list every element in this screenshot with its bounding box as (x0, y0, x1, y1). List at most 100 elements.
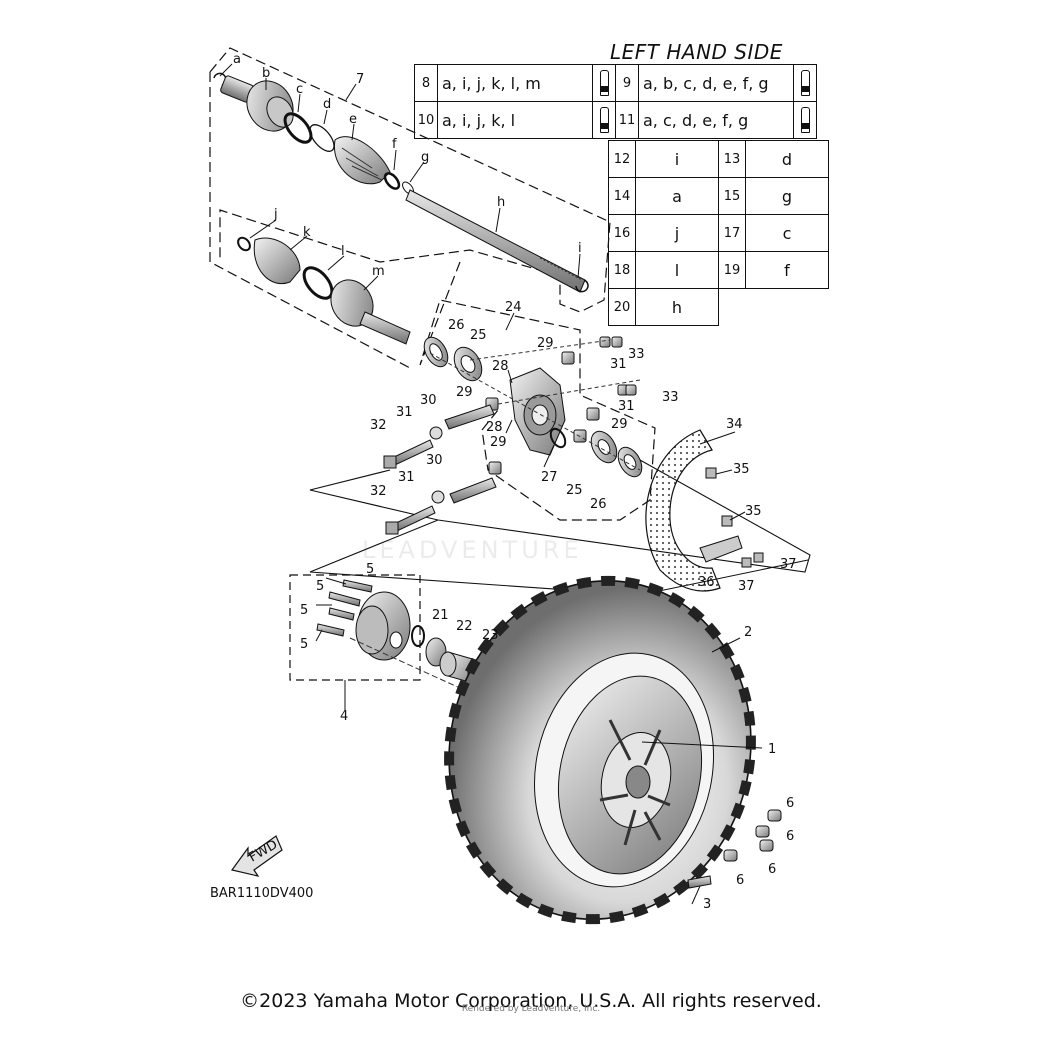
callout-j: j (273, 207, 278, 222)
part-num: 20 (608, 288, 636, 326)
callout-31-a: 31 (610, 357, 627, 372)
part-k-boot (253, 237, 301, 285)
callout-g: g (421, 150, 429, 165)
kit-num: 8 (414, 64, 438, 102)
callout-24: 24 (505, 300, 522, 315)
callout-25-bot: 25 (566, 483, 583, 498)
diagram-title: LEFT HAND SIDE (610, 40, 783, 64)
part-letter: i (635, 140, 719, 178)
diagram-code: BAR1110DV400 (210, 886, 314, 901)
callout-b: b (262, 66, 270, 81)
part-letter: l (635, 251, 719, 289)
part-36-bracket (699, 535, 743, 563)
part-e-boot (334, 136, 391, 185)
callout-35-b: 35 (745, 504, 762, 519)
letter-row: 16 j 17 c (608, 214, 829, 252)
letter-row: 20 h (608, 288, 829, 326)
callout-d: d (323, 97, 331, 112)
callout-6-c: 6 (768, 862, 776, 877)
callout-5-b: 5 (316, 579, 324, 594)
copyright-notice: ©2023 Yamaha Motor Corporation, U.S.A. A… (240, 990, 822, 1012)
watermark: LEADVENTURE (362, 536, 583, 564)
letter-table: 12 i 13 d 14 a 15 g 16 j 17 c 18 l 19 f … (608, 140, 829, 326)
part-25-bearing-lower (590, 430, 618, 464)
callout-6-b: 6 (786, 829, 794, 844)
wheel-assembly-outline (309, 459, 811, 596)
callout-33-b: 33 (662, 390, 679, 405)
part-35-bolts (705, 467, 733, 527)
part-27-circlip (549, 427, 567, 449)
part-c-band (283, 112, 313, 144)
part-num: 17 (718, 214, 746, 252)
part-letter: c (745, 214, 829, 252)
driveshaft-assembly-outline (209, 47, 611, 369)
part-5-studs (316, 579, 373, 637)
part-24-knuckle (509, 367, 566, 456)
part-31-washers (429, 426, 445, 504)
callout-f: f (392, 137, 397, 152)
kit-letters: a, i, j, k, l, m (437, 64, 593, 102)
callout-i: i (578, 241, 582, 256)
callout-k: k (303, 225, 311, 240)
callout-37-a: 37 (780, 557, 797, 572)
callout-m: m (372, 264, 385, 279)
part-letter: j (635, 214, 719, 252)
part-21-circlip (411, 625, 425, 647)
callout-6-a: 6 (786, 796, 794, 811)
knuckle-group-outline (419, 261, 656, 521)
kit-num: 10 (414, 101, 438, 139)
bushings-and-collars (485, 336, 637, 475)
letter-row: 14 a 15 g (608, 177, 829, 215)
part-37-bolts (741, 552, 764, 568)
part-num: 18 (608, 251, 636, 289)
part-num: 14 (608, 177, 636, 215)
callout-6-d: 6 (736, 873, 744, 888)
part-6-nuts (723, 809, 782, 862)
kit-num: 9 (615, 64, 639, 102)
callout-23: 23 (482, 628, 499, 643)
part-26-seal-upper (423, 336, 449, 368)
grease-tube-icon (599, 70, 609, 96)
part-h-shaft (405, 189, 586, 293)
part-d-band (309, 124, 335, 152)
callout-35-a: 35 (733, 462, 750, 477)
callout-28-top: 28 (492, 359, 509, 374)
callout-29-a: 29 (537, 336, 554, 351)
grease-tube-icon (599, 107, 609, 133)
grease-tube-icon (800, 70, 810, 96)
part-i-circlip (575, 279, 589, 293)
callout-21: 21 (432, 608, 449, 623)
part-f-band (383, 172, 401, 190)
kit-letters: a, i, j, k, l (437, 101, 593, 139)
callout-30-a: 30 (420, 393, 437, 408)
callout-l: l (341, 244, 345, 259)
callout-1: 1 (768, 742, 776, 757)
part-25-bearing-upper (453, 346, 483, 382)
callout-labels: a b c d e f g h i j k l m 7 24 26 25 28 … (233, 52, 797, 912)
kit-letters: a, b, c, d, e, f, g (638, 64, 794, 102)
kit-row: 8 a, i, j, k, l, m 9 a, b, c, d, e, f, g (414, 64, 817, 102)
part-letter: f (745, 251, 829, 289)
callout-36: 36 (698, 575, 715, 590)
kit-table: 8 a, i, j, k, l, m 9 a, b, c, d, e, f, g… (414, 64, 817, 139)
callout-7: 7 (356, 72, 364, 87)
callout-26-top: 26 (448, 318, 465, 333)
fwd-arrow-icon: FWD (230, 835, 283, 877)
callout-34: 34 (726, 417, 743, 432)
callout-30-b: 30 (426, 453, 443, 468)
callout-a: a (233, 52, 241, 67)
callout-29-b: 29 (456, 385, 473, 400)
callout-c: c (296, 82, 303, 97)
callout-2: 2 (744, 625, 752, 640)
part-num: 15 (718, 177, 746, 215)
part-l-band (302, 266, 334, 300)
part-m-inner-joint (330, 279, 411, 345)
callout-5-d: 5 (300, 637, 308, 652)
leader-lines (219, 63, 763, 905)
part-30-collars (444, 404, 497, 504)
callout-22: 22 (456, 619, 473, 634)
part-letter: g (745, 177, 829, 215)
part-letter: d (745, 140, 829, 178)
kit-letters: a, c, d, e, f, g (638, 101, 794, 139)
part-1-wheel (557, 675, 703, 875)
